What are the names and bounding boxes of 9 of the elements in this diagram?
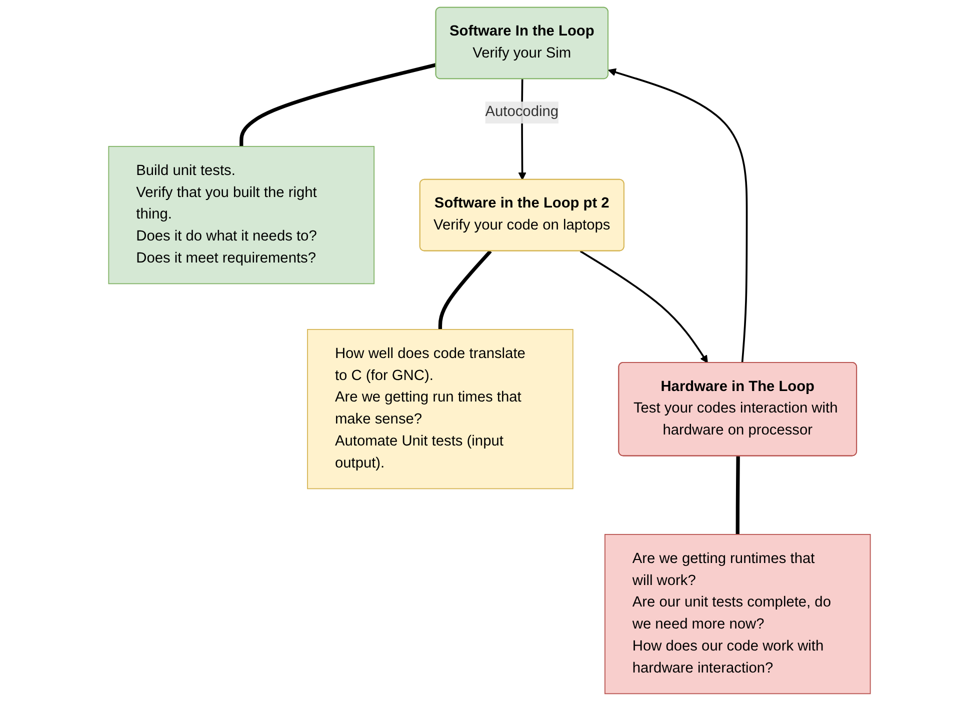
arrow bbox=[608, 68, 748, 363]
connector bbox=[438, 250, 492, 330]
connector bbox=[736, 456, 740, 534]
edge-label: Autocoding bbox=[485, 104, 559, 120]
node-box: Build unit tests. Verify that you built the right thing. Does it do what it needs to? Does it meet requirements? bbox=[108, 146, 375, 284]
node-box: How well does code translate to C (for GNC). Are we getting run times that make sense? Automate Unit tests (input output). bbox=[307, 329, 574, 490]
connector bbox=[240, 63, 437, 146]
node-box: Are we getting runtimes that will work? Are our unit tests complete, do we need more now? How does our code work with hardware interaction? bbox=[604, 534, 871, 694]
arrow bbox=[580, 250, 708, 364]
